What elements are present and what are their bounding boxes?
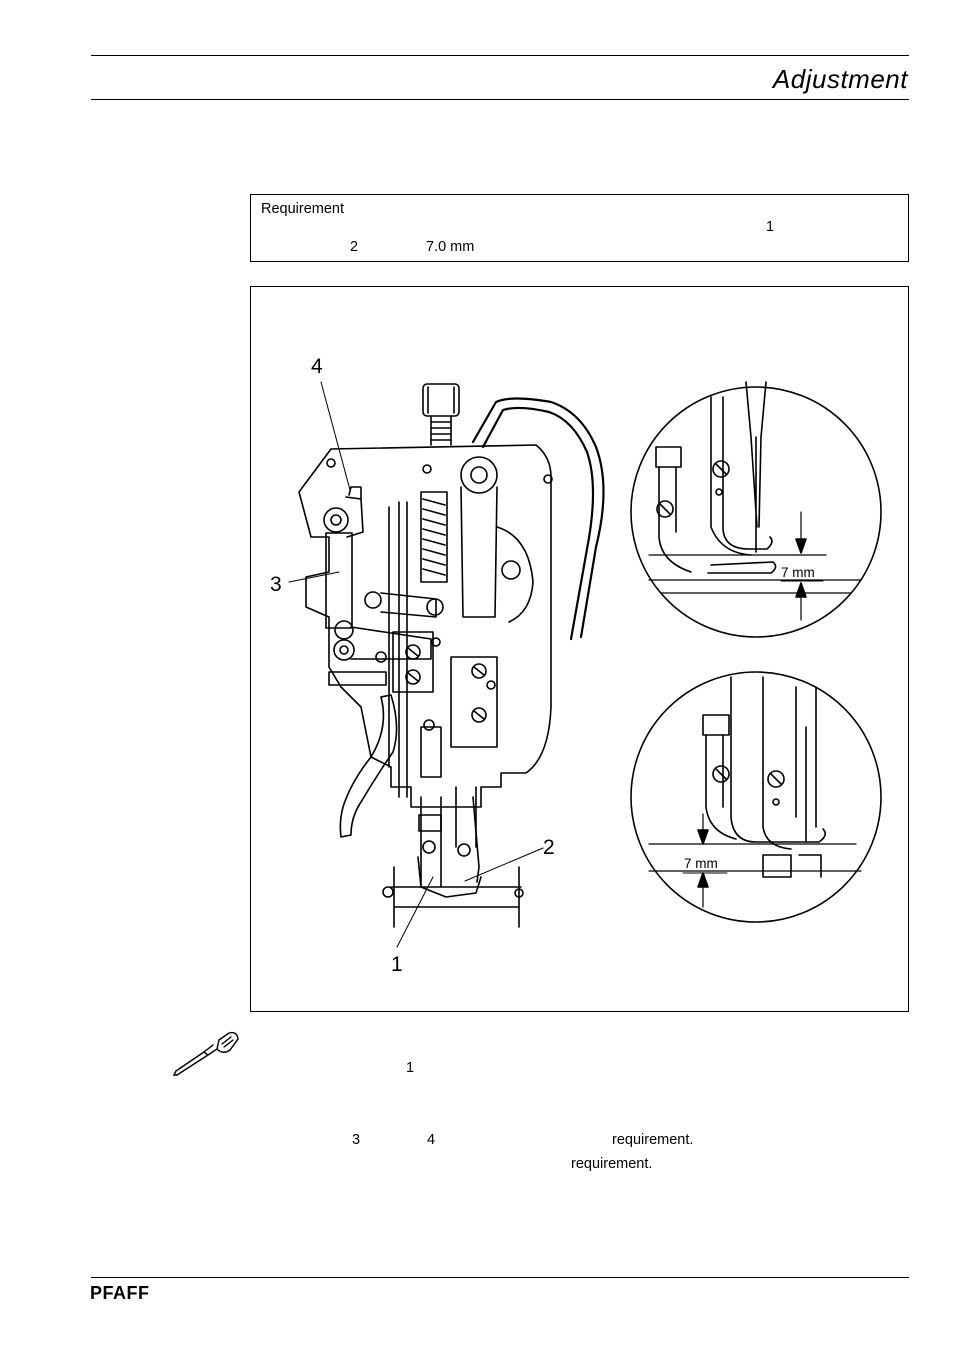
callout-3: 3	[270, 573, 282, 596]
step-word-requirement-a: requirement.	[612, 1132, 694, 1148]
footer-rule	[91, 1277, 909, 1278]
requirement-box: Requirement 1 2 7.0 mm	[250, 194, 909, 262]
brand-logo: PFAFF	[90, 1283, 150, 1303]
step-ref-3: 3	[352, 1132, 361, 1148]
requirement-ref-2: 2	[350, 239, 359, 255]
step-ref-4: 4	[427, 1132, 436, 1148]
requirement-label: Requirement	[261, 201, 345, 217]
step-ref-1: 1	[406, 1060, 415, 1076]
header-bottom-rule	[91, 99, 909, 100]
figure-box: 4 3 2 1 7 mm 7 mm	[250, 286, 909, 1012]
section-title: Adjustment	[772, 64, 908, 94]
header-top-rule	[91, 55, 909, 56]
detail-label-bottom: 7 mm	[684, 856, 718, 871]
callout-1: 1	[391, 953, 403, 976]
step-word-requirement-b: requirement.	[571, 1156, 653, 1172]
machine-drawing	[288, 381, 882, 948]
callout-4: 4	[311, 355, 323, 378]
callout-2: 2	[543, 836, 555, 859]
requirement-ref-1: 1	[766, 219, 775, 235]
screwdriver-icon	[172, 1031, 239, 1076]
requirement-value: 7.0 mm	[426, 239, 475, 255]
detail-label-top: 7 mm	[781, 565, 815, 580]
